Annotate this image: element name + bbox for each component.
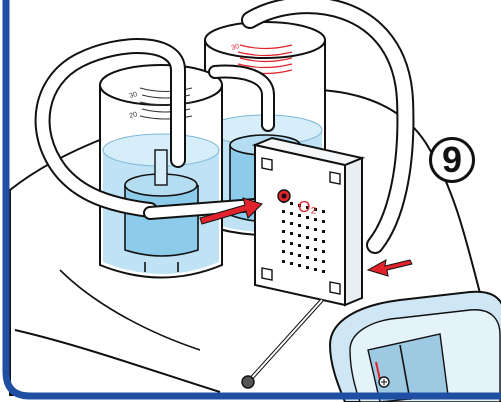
oxygen-sensor-panel: O₂ bbox=[255, 138, 362, 305]
step-number-badge: 9 bbox=[429, 137, 475, 183]
sensor-o2-label: O₂ bbox=[298, 199, 317, 216]
left-beaker: 30 20 bbox=[100, 65, 222, 278]
